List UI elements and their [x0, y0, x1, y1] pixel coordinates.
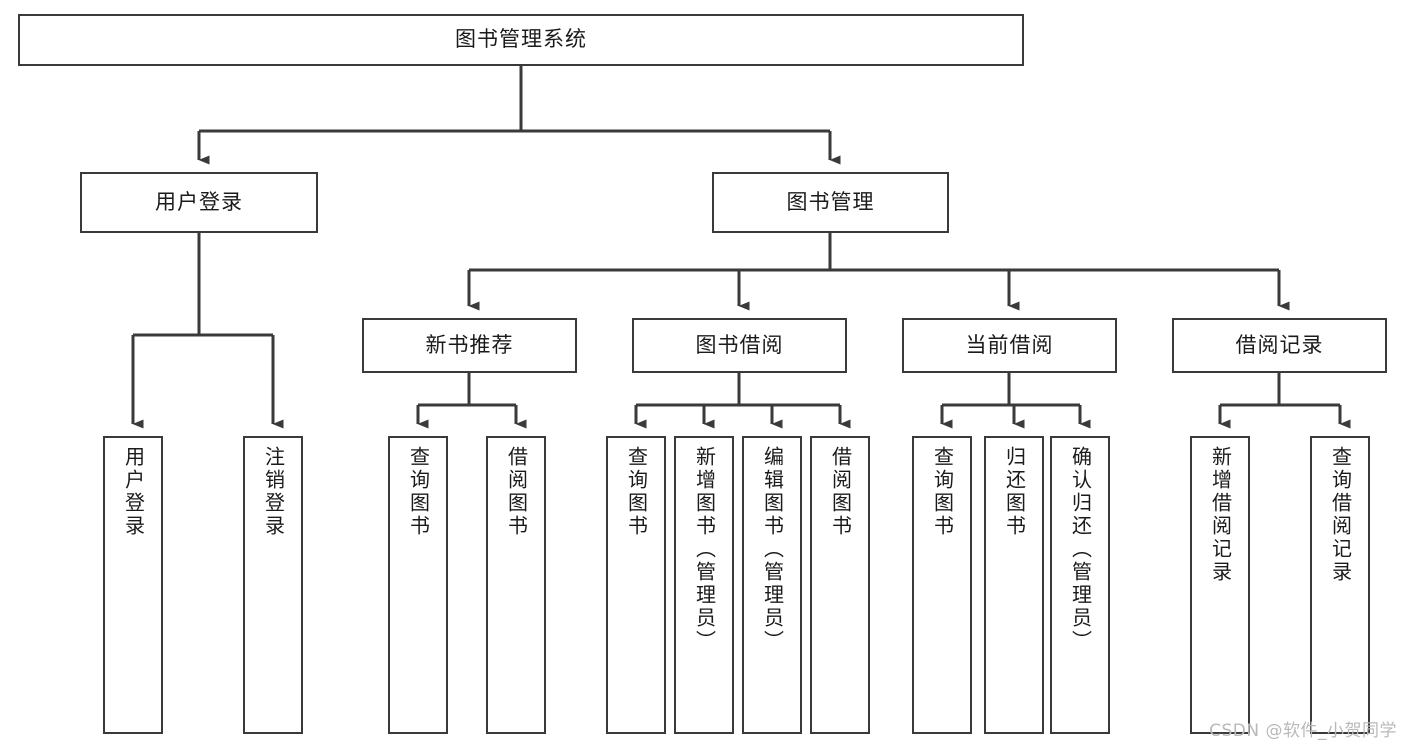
leaf-edit-book-admin[interactable]: 编辑图书（管理员） [742, 436, 802, 734]
leaf-label: 注销登录 [261, 446, 286, 538]
node-current-borrow[interactable]: 当前借阅 [902, 318, 1117, 373]
node-root-system[interactable]: 图书管理系统 [18, 14, 1024, 66]
leaf-query-book-current[interactable]: 查询图书 [912, 436, 972, 734]
node-book-borrow[interactable]: 图书借阅 [632, 318, 847, 373]
csdn-watermark: CSDN @软件_小贺同学 [1209, 721, 1397, 741]
leaf-return-book[interactable]: 归还图书 [984, 436, 1044, 734]
node-new-book-recommend[interactable]: 新书推荐 [362, 318, 577, 373]
leaf-label: 查询图书 [930, 446, 955, 538]
leaf-add-book-admin[interactable]: 新增图书（管理员） [674, 436, 734, 734]
leaf-confirm-return-admin[interactable]: 确认归还（管理员） [1050, 436, 1110, 734]
leaf-label: 借阅图书 [504, 446, 529, 538]
leaf-label: 查询图书 [624, 446, 649, 538]
leaf-label: 编辑图书（管理员） [760, 446, 785, 653]
leaf-logout[interactable]: 注销登录 [243, 436, 303, 734]
leaf-query-book-newbook[interactable]: 查询图书 [388, 436, 448, 734]
leaf-label: 查询图书 [406, 446, 431, 538]
leaf-label: 用户登录 [121, 446, 146, 538]
leaf-label: 借阅图书 [828, 446, 853, 538]
leaf-borrow-book-newbook[interactable]: 借阅图书 [486, 436, 546, 734]
leaf-label: 归还图书 [1002, 446, 1027, 538]
leaf-label: 确认归还（管理员） [1068, 446, 1093, 653]
node-borrow-record[interactable]: 借阅记录 [1172, 318, 1387, 373]
leaf-add-borrow-record[interactable]: 新增借阅记录 [1190, 436, 1250, 734]
leaf-borrow-book[interactable]: 借阅图书 [810, 436, 870, 734]
leaf-user-login[interactable]: 用户登录 [103, 436, 163, 734]
leaf-query-borrow-record[interactable]: 查询借阅记录 [1310, 436, 1370, 734]
leaf-label: 查询借阅记录 [1328, 446, 1353, 584]
leaf-query-book-borrow[interactable]: 查询图书 [606, 436, 666, 734]
node-book-management[interactable]: 图书管理 [712, 172, 949, 233]
node-user-login[interactable]: 用户登录 [80, 172, 318, 233]
leaf-label: 新增图书（管理员） [692, 446, 717, 653]
leaf-label: 新增借阅记录 [1208, 446, 1233, 584]
